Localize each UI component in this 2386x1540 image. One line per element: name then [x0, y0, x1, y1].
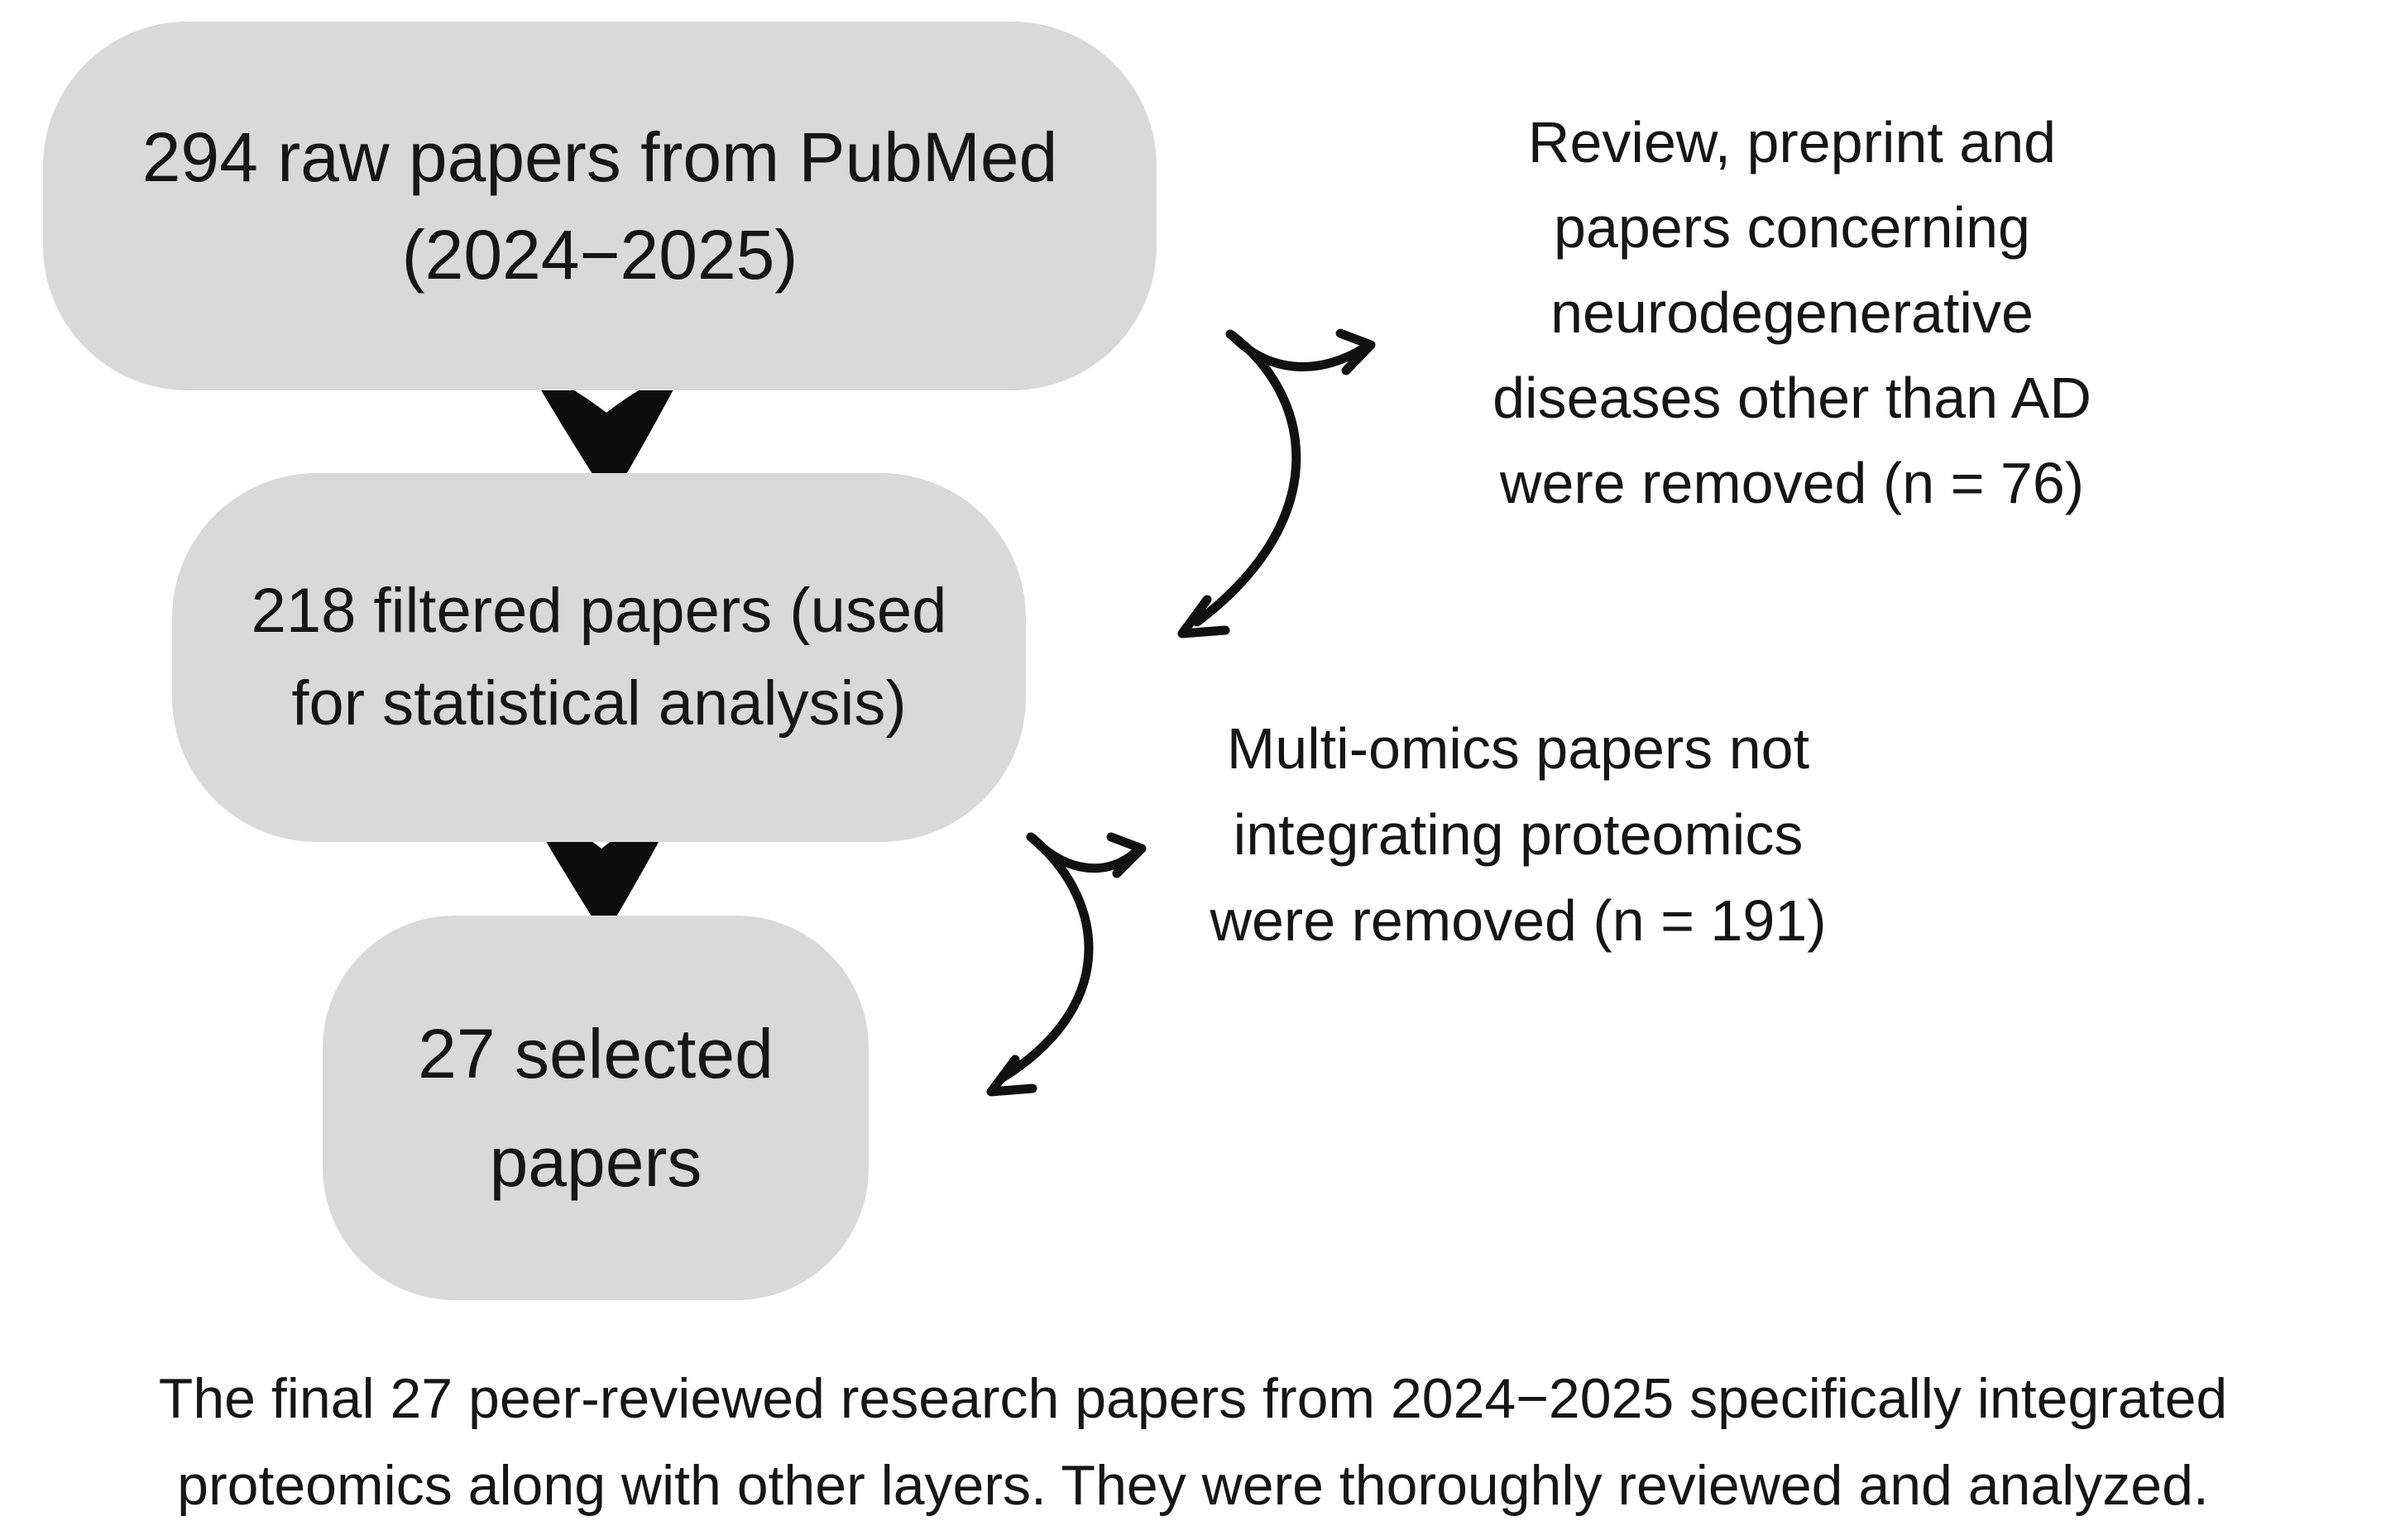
flow-box-selected-papers: 27 selected papers: [323, 916, 869, 1300]
flow-box-raw-papers-line: (2024−2025): [401, 216, 798, 294]
flow-box-filtered-papers: 218 filtered papers (used for statistica…: [172, 473, 1026, 842]
removal-note-1-line: diseases other than AD: [1492, 366, 2091, 430]
removal-note-2-line: Multi-omics papers not: [1226, 716, 1810, 781]
removal-note-1-line: Review, preprint and: [1527, 110, 2057, 175]
removal-note-1-line: were removed (n = 76): [1499, 451, 2085, 515]
curved-removal-arrow-icon-1: [1177, 328, 1376, 638]
removal-note-1-line: papers concerning: [1554, 195, 2030, 260]
flow-box-filtered-papers-line: for statistical analysis): [291, 668, 907, 739]
flow-box-filtered-papers-line: 218 filtered papers (used: [251, 576, 947, 646]
flow-box-raw-papers: 294 raw papers from PubMed (2024−2025): [43, 22, 1157, 390]
curved-removal-arrow-icon-2: [986, 832, 1147, 1097]
removal-note-2-line: integrating proteomics: [1233, 802, 1804, 867]
flow-box-selected-papers-line: 27 selected: [418, 1014, 774, 1093]
removal-note-2: Multi-omics papers not integrating prote…: [1171, 705, 1866, 964]
figure-caption-line: The final 27 peer-reviewed research pape…: [158, 1367, 2228, 1430]
flow-box-selected-papers-line: papers: [489, 1122, 702, 1201]
figure-caption: The final 27 peer-reviewed research pape…: [0, 1356, 2386, 1529]
removal-note-2-line: were removed (n = 191): [1210, 888, 1827, 953]
figure-caption-line: proteomics along with other layers. They…: [177, 1454, 2209, 1517]
flow-box-raw-papers-line: 294 raw papers from PubMed: [141, 118, 1058, 196]
removal-note-1: Review, preprint and papers concerning n…: [1461, 100, 2123, 526]
removal-note-1-line: neurodegenerative: [1550, 280, 2034, 345]
